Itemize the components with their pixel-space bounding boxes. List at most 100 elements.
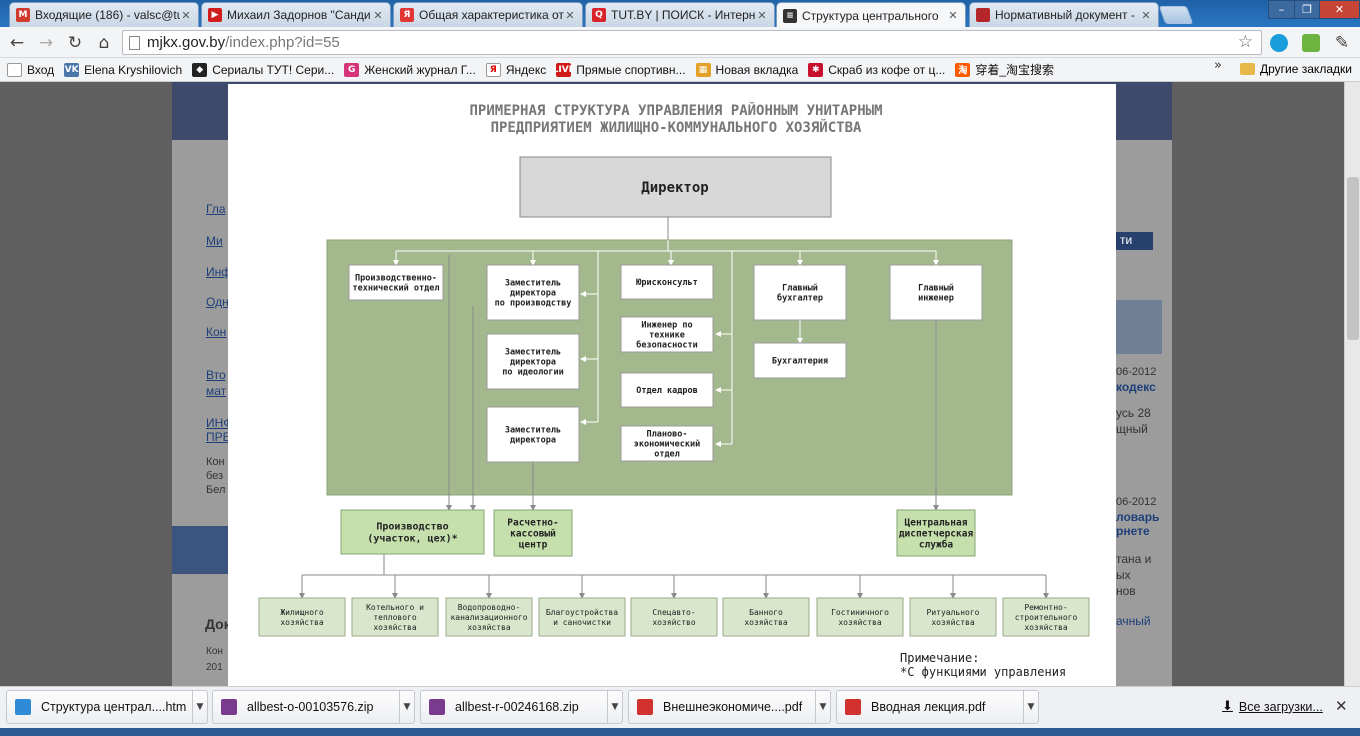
site-nav-link[interactable]: Инф: [206, 265, 232, 279]
cash-center-box-rect: [493, 509, 573, 557]
safety-engineer-box-label: Инженер по: [641, 320, 692, 330]
site-sidebar-text: тана и: [1116, 552, 1152, 566]
unit-box-0-label: хозяйства: [280, 618, 324, 627]
unit-box-0-rect: [258, 597, 346, 637]
bookmark-star-icon[interactable]: ☆: [1237, 32, 1253, 52]
new-tab-button[interactable]: [1158, 6, 1194, 24]
skype-icon[interactable]: [1270, 34, 1288, 52]
pto-box-label: Производственно-: [355, 273, 437, 283]
download-separator: [815, 691, 816, 723]
minimize-button[interactable]: –: [1268, 0, 1295, 19]
site-sidebar-text: ых: [1116, 568, 1131, 582]
vk-icon: VK: [64, 62, 80, 77]
site-sidebar-text: ачный: [1116, 614, 1151, 628]
dispatch-service-box-rect: [896, 509, 976, 557]
download-menu-icon[interactable]: ▼: [403, 702, 411, 712]
download-menu-icon[interactable]: ▼: [611, 702, 619, 712]
planning-dept-box-label: Планово-: [647, 429, 688, 439]
planning-dept-box-label: экономический: [634, 439, 701, 449]
forward-arrow-icon: →: [38, 33, 54, 53]
download-item-4[interactable]: Вводная лекция.pdf▼: [836, 690, 1039, 724]
unit-box-2-label: канализационного: [450, 613, 527, 622]
tab-close-icon[interactable]: ✕: [948, 9, 958, 22]
site-nav-link[interactable]: ИНФ: [206, 416, 233, 430]
deputy-production-box-label: Заместитель: [505, 278, 561, 288]
close-downloads-button[interactable]: ✕: [1335, 697, 1348, 715]
tab-close-icon[interactable]: ✕: [1141, 8, 1151, 22]
tab-close-icon[interactable]: ✕: [565, 8, 575, 22]
download-menu-icon[interactable]: ▼: [819, 702, 827, 712]
other-bookmarks-folder[interactable]: Другие закладки: [1240, 62, 1352, 76]
tab-close-icon[interactable]: ✕: [373, 8, 383, 22]
bookmark-label: Сериалы ТУТ! Сери...: [212, 62, 335, 77]
site-nav-link[interactable]: Кон: [206, 325, 227, 339]
unit-box-7-label: Ритуального: [927, 608, 980, 617]
tab-5[interactable]: Нормативный документ -✕: [969, 2, 1159, 27]
tab-title: TUT.BY | ПОИСК - Интерн: [611, 8, 756, 22]
all-downloads-link[interactable]: ⬇Все загрузки...: [1222, 699, 1323, 714]
chrome-icon: [15, 699, 31, 715]
settings-wrench-button[interactable]: ✎: [1331, 32, 1353, 54]
bookmarks-overflow-button[interactable]: »: [1214, 58, 1222, 73]
download-item-0[interactable]: Структура централ....htm▼: [6, 690, 208, 724]
unit-box-2-label: хозяйства: [467, 623, 511, 632]
forward-button[interactable]: →: [35, 32, 57, 54]
flag-icon: [976, 8, 990, 22]
wrench-icon: ✎: [1334, 33, 1350, 53]
close-window-button[interactable]: ✕: [1319, 0, 1360, 19]
site-nav-link[interactable]: Ми: [206, 234, 223, 248]
bookmark-2[interactable]: ◆Сериалы ТУТ! Сери...: [192, 62, 335, 77]
site-nav-link[interactable]: Вто: [206, 368, 226, 382]
search-icon: Q: [592, 8, 606, 22]
tab-3[interactable]: Q TUT.BY | ПОИСК - Интерн✕: [585, 2, 775, 27]
unit-box-2-label: Водопроводно-: [458, 603, 521, 612]
bookmark-6[interactable]: ▦Новая вкладка: [695, 62, 798, 77]
download-item-2[interactable]: allbest-r-00246168.zip▼: [420, 690, 623, 724]
archive-icon: [429, 699, 445, 715]
download-menu-icon[interactable]: ▼: [196, 702, 204, 712]
scrollbar-thumb[interactable]: [1347, 177, 1359, 340]
download-filename: Внешнеэкономиче....pdf: [663, 700, 803, 714]
home-button[interactable]: ⌂: [93, 32, 115, 54]
reload-button[interactable]: ↻: [64, 32, 86, 54]
download-item-1[interactable]: allbest-o-00103576.zip▼: [212, 690, 415, 724]
hr-box: Отдел кадров: [620, 372, 714, 408]
tab-4[interactable]: ≡Структура центрального✕: [776, 2, 966, 28]
restore-button[interactable]: ❐: [1294, 0, 1320, 19]
download-helper-icon[interactable]: [1302, 34, 1320, 52]
site-sidebar-text: рнете: [1116, 524, 1150, 538]
site-nav-link[interactable]: Одн: [206, 295, 229, 309]
site-search-button[interactable]: [1109, 232, 1153, 250]
tab-1[interactable]: ▶Михаил Задорнов "Санди✕: [201, 2, 391, 27]
windows-taskbar: [0, 728, 1360, 736]
bookmark-7[interactable]: ✱Скраб из кофе от ц...: [808, 62, 945, 77]
deputy-ideology-box-label: по идеологии: [502, 367, 563, 377]
download-menu-icon[interactable]: ▼: [1027, 702, 1035, 712]
back-button[interactable]: ←: [6, 32, 28, 54]
bookmark-8[interactable]: 淘穿着_淘宝搜索: [955, 61, 1054, 78]
address-bar[interactable]: mjkx.gov.by/index.php?id=55 ☆: [122, 30, 1262, 55]
planning-dept-box-label: отдел: [654, 449, 680, 459]
bookmark-0[interactable]: Вход: [7, 62, 54, 77]
deputy-box-label: Заместитель: [505, 425, 561, 435]
tab-close-icon[interactable]: ✕: [757, 8, 767, 22]
grid-icon: ▦: [695, 62, 711, 77]
tab-close-icon[interactable]: ✕: [181, 8, 191, 22]
vertical-scrollbar[interactable]: [1344, 82, 1360, 686]
site-nav-link[interactable]: ПРЕ: [206, 430, 231, 444]
site-nav-link[interactable]: мат: [206, 384, 227, 398]
address-host: mjkx.gov.by: [147, 34, 226, 51]
site-nav-link[interactable]: Гла: [206, 202, 226, 216]
download-item-3[interactable]: Внешнеэкономиче....pdf ▼: [628, 690, 831, 724]
